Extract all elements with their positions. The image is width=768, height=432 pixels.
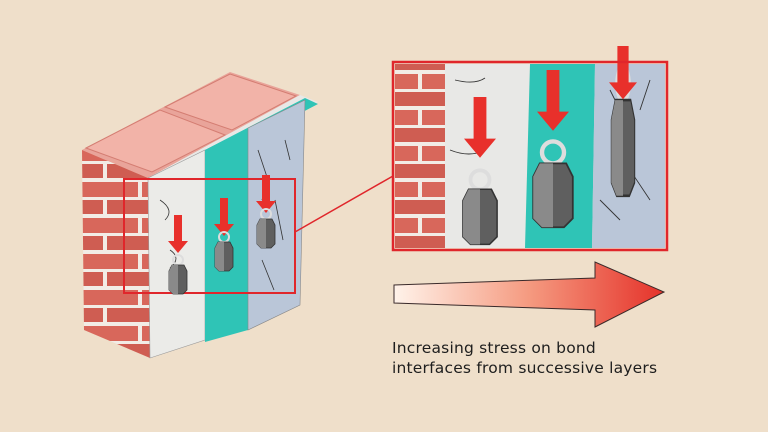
caption-line-2: interfaces from successive layers [392,359,658,377]
brick-side [82,150,150,358]
zoom-box-large [391,46,669,252]
zoom-box-small [123,178,296,294]
wall-front-layers [147,99,306,359]
caption: Increasing stress on bond interfaces fro… [392,338,657,378]
zoom-connector [294,175,394,233]
stress-arrow [393,261,666,328]
caption-line-1: Increasing stress on bond [392,339,596,357]
